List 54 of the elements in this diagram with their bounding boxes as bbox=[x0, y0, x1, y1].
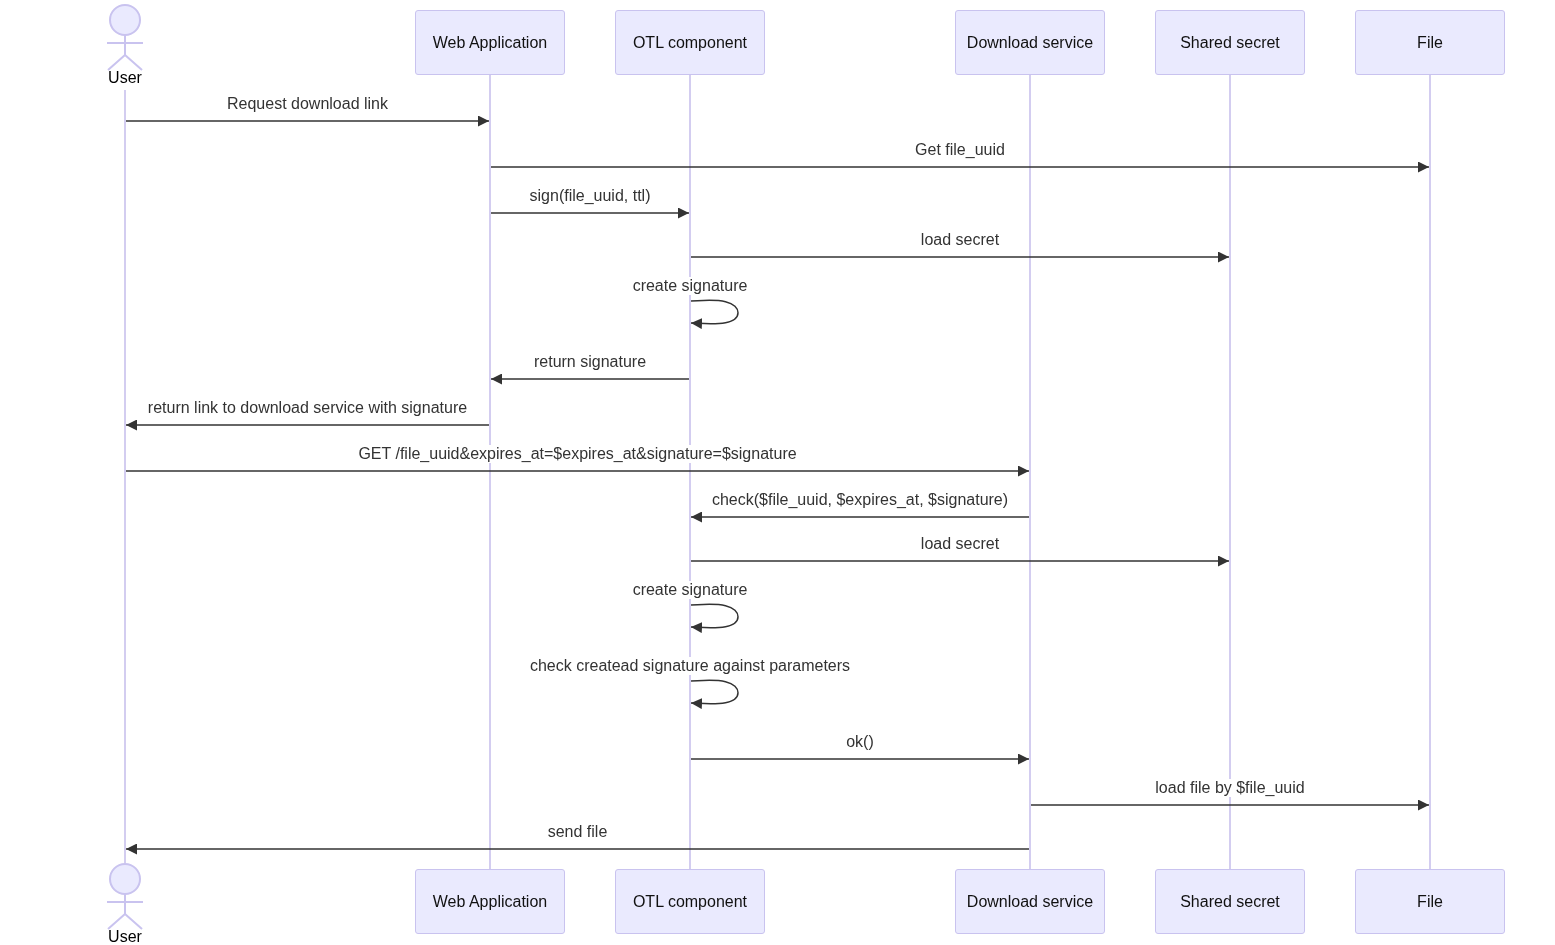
message-label: sign(file_uuid, ttl) bbox=[527, 187, 653, 205]
participant-box bbox=[1155, 10, 1305, 75]
message-arrow bbox=[125, 115, 490, 127]
message-label: check($file_uuid, $expires_at, $signature) bbox=[709, 491, 1011, 509]
participant-box bbox=[1155, 869, 1305, 934]
message-label: create signature bbox=[630, 277, 750, 295]
message-arrow bbox=[690, 511, 1030, 523]
participant-label: File bbox=[1417, 33, 1443, 52]
participant-box bbox=[1355, 869, 1505, 934]
lifeline bbox=[489, 75, 491, 869]
message-label: load file by $file_uuid bbox=[1153, 779, 1307, 797]
lifeline bbox=[1029, 75, 1031, 869]
message-arrow bbox=[690, 753, 1030, 765]
message-label: return link to download service with signature bbox=[145, 399, 470, 417]
message-arrow bbox=[690, 251, 1230, 263]
message-label: Request download link bbox=[225, 95, 390, 113]
participant-box bbox=[415, 869, 565, 934]
message-arrow bbox=[125, 465, 1030, 477]
participant-box bbox=[1355, 10, 1505, 75]
message-label: check createad signature against parameters bbox=[527, 657, 853, 675]
message-arrow bbox=[490, 373, 690, 385]
participant-label: Shared secret bbox=[1180, 892, 1280, 911]
participant-label: OTL component bbox=[632, 33, 748, 52]
participant-box bbox=[415, 10, 565, 75]
message-arrow bbox=[1030, 799, 1430, 811]
self-message-arrow bbox=[690, 679, 739, 710]
participant-box bbox=[955, 869, 1105, 934]
participant-label: Download service bbox=[966, 33, 1094, 52]
message-arrow bbox=[125, 843, 1030, 855]
lifeline bbox=[689, 75, 691, 869]
self-message-arrow bbox=[690, 299, 739, 330]
participant-box bbox=[615, 10, 765, 75]
participant-label: Shared secret bbox=[1180, 33, 1280, 52]
message-label: ok() bbox=[844, 733, 876, 751]
participant-box bbox=[955, 10, 1105, 75]
participant-box bbox=[615, 869, 765, 934]
message-arrow bbox=[125, 419, 490, 431]
message-label: create signature bbox=[630, 581, 750, 599]
participant-label: Download service bbox=[966, 892, 1094, 911]
participant-label: Web Application bbox=[432, 33, 548, 52]
message-label: GET /file_uuid&expires_at=$expires_at&signature=$signature bbox=[356, 445, 799, 463]
actor-label: User bbox=[107, 928, 143, 945]
lifeline bbox=[1229, 75, 1231, 869]
message-label: Get file_uuid bbox=[913, 141, 1007, 159]
lifeline bbox=[124, 90, 126, 863]
message-arrow bbox=[490, 207, 690, 219]
participant-label: OTL component bbox=[632, 892, 748, 911]
participant-label: File bbox=[1417, 892, 1443, 911]
self-message-arrow bbox=[690, 603, 739, 634]
message-arrow bbox=[690, 555, 1230, 567]
message-arrow bbox=[490, 161, 1430, 173]
actor-label: User bbox=[107, 69, 143, 86]
lifeline bbox=[1429, 75, 1431, 869]
participant-label: Web Application bbox=[432, 892, 548, 911]
